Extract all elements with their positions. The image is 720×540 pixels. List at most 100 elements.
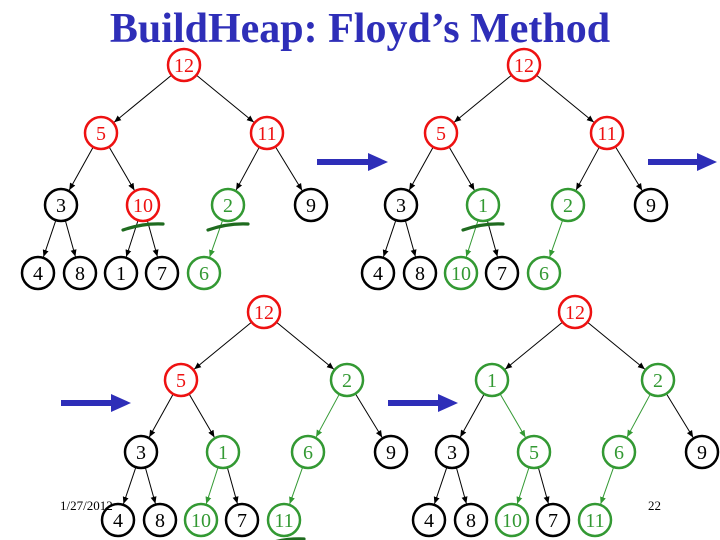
heap-node-value: 1 [218, 442, 228, 464]
heap-node: 8 [142, 502, 178, 538]
tree-edge [459, 393, 485, 438]
heap-node-value: 12 [565, 302, 585, 324]
tree-edge [276, 321, 335, 370]
heap-node-circle [186, 255, 222, 291]
heap-node: 7 [535, 502, 571, 538]
tree-edge [382, 219, 397, 258]
heap-node-value: 6 [614, 442, 624, 464]
heap-node: 1 [205, 434, 241, 470]
heap-node: 9 [373, 434, 409, 470]
heap-node-circle [373, 434, 409, 470]
tree-edge [354, 393, 383, 438]
tree-edge [68, 146, 94, 191]
tree-edge [614, 146, 643, 191]
heap-node: 8 [62, 255, 98, 291]
heap-node: 11 [577, 502, 613, 538]
heap-node: 11 [589, 115, 625, 151]
heap-node: 9 [633, 187, 669, 223]
tree-edge [455, 467, 468, 504]
heap-node-circle [535, 502, 571, 538]
arrow-step3-to-step4 [388, 394, 458, 412]
percolate-mark [275, 537, 306, 540]
tree-edge [122, 466, 137, 505]
heap-node-circle [360, 255, 396, 291]
heap-node: 4 [411, 502, 447, 538]
heap-node-value: 9 [697, 442, 707, 464]
heap-node-value: 1 [116, 263, 126, 285]
heap-node: 9 [684, 434, 720, 470]
heap-node: 8 [402, 255, 438, 291]
tree-edge [42, 219, 57, 258]
heap-node: 7 [144, 255, 180, 291]
heap-node-value: 11 [597, 123, 616, 145]
heap-node-circle [506, 47, 542, 83]
heap-node: 11 [249, 115, 285, 151]
heap-node-circle [577, 502, 613, 538]
tree-edge [113, 74, 172, 123]
heap-node: 7 [224, 502, 260, 538]
heap-node-circle [484, 255, 520, 291]
heap-node-value: 12 [174, 55, 194, 77]
heap-node: 6 [186, 255, 222, 291]
tree-edge [144, 467, 157, 504]
heap-node: 5 [516, 434, 552, 470]
heap-node-circle [293, 187, 329, 223]
tree-edge [404, 220, 417, 257]
heap-node: 12 [557, 294, 593, 330]
heap-node-value: 8 [466, 510, 476, 532]
heap-node-circle [633, 187, 669, 223]
heap-node-value: 2 [653, 370, 663, 392]
heap-node-circle [290, 434, 326, 470]
tree-edge [516, 467, 530, 504]
tree-edge [433, 466, 448, 505]
heap-node-circle [249, 115, 285, 151]
heap-node-circle [246, 294, 282, 330]
heap-node: 4 [20, 255, 56, 291]
heap-node-circle [601, 434, 637, 470]
heap-node-value: 2 [342, 370, 352, 392]
heap-node: 10 [183, 502, 219, 538]
heap-node-value: 5 [96, 123, 106, 145]
heap-node-value: 1 [478, 195, 488, 217]
heap-node-value: 3 [136, 442, 146, 464]
heap-node-value: 2 [563, 195, 573, 217]
heap-node: 12 [166, 47, 202, 83]
heap-node-value: 7 [497, 263, 507, 285]
heap-node-circle [465, 187, 501, 223]
heap-node-circle [123, 434, 159, 470]
footer-page-number: 22 [648, 498, 661, 513]
heap-node-circle [166, 47, 202, 83]
heap-node-value: 3 [396, 195, 406, 217]
heap-node-value: 6 [199, 263, 209, 285]
tree-edge [486, 220, 499, 257]
heap-node-value: 5 [436, 123, 446, 145]
heap-node: 2 [550, 187, 586, 223]
heap-node-value: 8 [155, 510, 165, 532]
heap-node-value: 7 [237, 510, 247, 532]
heap-node-value: 12 [514, 55, 534, 77]
tree-edge [193, 321, 252, 370]
heap-node-value: 4 [33, 263, 43, 285]
heap-node-value: 9 [646, 195, 656, 217]
heap-node-circle [526, 255, 562, 291]
heap-node-circle [83, 115, 119, 151]
heap-node-circle [494, 502, 530, 538]
tree-edge [549, 219, 564, 258]
heap-node-circle [402, 255, 438, 291]
tree-edge [196, 74, 255, 123]
heap-node-value: 9 [386, 442, 396, 464]
tree-edge [205, 467, 219, 504]
heap-node-value: 9 [306, 195, 316, 217]
heap-node-circle [20, 255, 56, 291]
heap-node-circle [62, 255, 98, 291]
tree-edge [626, 393, 651, 438]
heap-node-circle [453, 502, 489, 538]
heap-node: 12 [506, 47, 542, 83]
heap-node-value: 10 [133, 195, 153, 217]
percolate-mark [206, 222, 250, 232]
tree-edge [188, 393, 215, 438]
heap-node-value: 11 [585, 510, 604, 532]
